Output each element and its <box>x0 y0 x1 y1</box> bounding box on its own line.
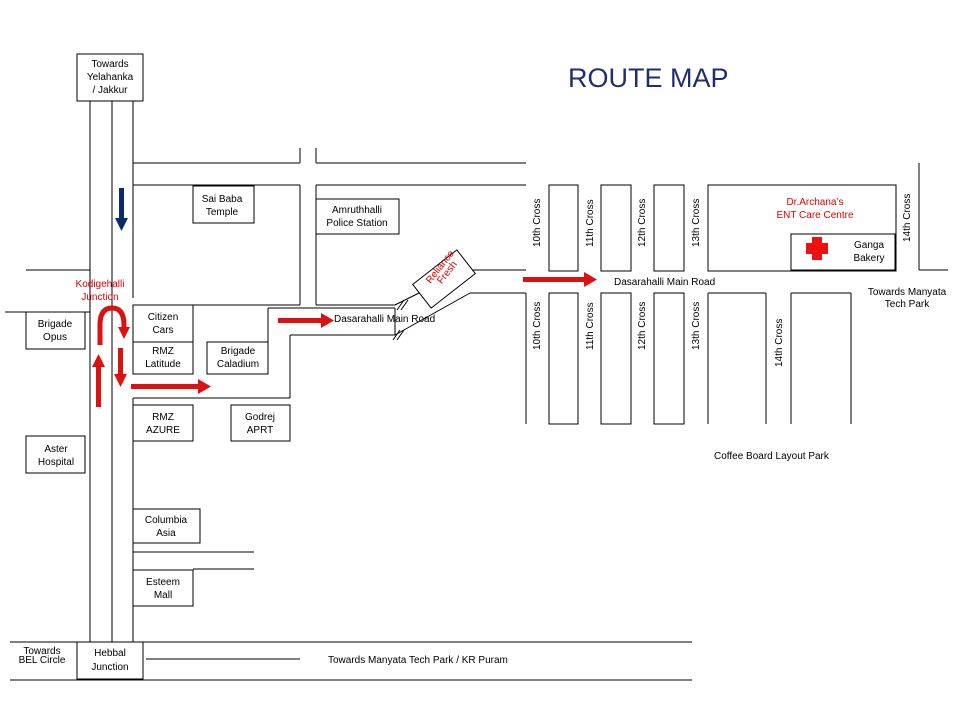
map-title: ROUTE MAP <box>568 63 729 93</box>
cross-14-upper: 14th Cross <box>902 194 913 242</box>
dasarahalli-road-label-1: Dasarahalli Main Road <box>334 314 435 325</box>
brigade-caladium-line2: Caladium <box>217 359 259 370</box>
right-arrow-icon-3 <box>584 272 597 287</box>
ganga-line2: Bakery <box>853 253 884 264</box>
manyata-right-line1: Towards Manyata <box>868 287 947 298</box>
rmz-azure-line1: RMZ <box>152 412 174 423</box>
ent-line1: Dr.Archana’s <box>786 197 843 208</box>
brigade-opus-box <box>25 311 86 350</box>
cross-11-lower: 11th Cross <box>585 302 596 350</box>
citizen-cars-line1: Citizen <box>148 312 179 323</box>
road-labels: Dasarahalli Main Road Dasarahalli Main R… <box>328 277 830 666</box>
yelahanka-line1: Towards <box>91 59 128 70</box>
rmz-latitude-line1: RMZ <box>152 346 174 357</box>
aster-line2: Hospital <box>38 457 74 468</box>
manyata-right-line2: Tech Park <box>885 299 930 310</box>
columbia-box <box>132 508 201 544</box>
citizen-cars-line2: Cars <box>152 325 173 336</box>
cross-14-lower: 14th Cross <box>774 319 785 367</box>
up-arrow-icon <box>92 354 105 367</box>
aster-box <box>25 435 86 474</box>
esteem-line1: Esteem <box>146 577 180 588</box>
godrej-line2: APRT <box>247 425 274 436</box>
landmark-boxes <box>25 53 896 680</box>
columbia-line1: Columbia <box>145 515 188 526</box>
rmz-latitude-line2: Latitude <box>145 359 181 370</box>
cross-10-lower: 10th Cross <box>532 302 543 350</box>
yelahanka-line3: / Jakkur <box>92 85 128 96</box>
police-line2: Police Station <box>326 218 387 229</box>
u-turn-arrow-icon <box>97 305 127 345</box>
south-arrow-icon <box>115 188 128 231</box>
bottom-road-label: Towards Manyata Tech Park / KR Puram <box>328 655 508 666</box>
hebbal-line1: Hebbal <box>94 648 126 659</box>
cross-13-upper: 13th Cross <box>691 199 702 247</box>
cross-13-lower: 13th Cross <box>691 302 702 350</box>
yelahanka-box <box>76 53 144 102</box>
godrej-line1: Godrej <box>245 412 275 423</box>
cross-10-upper: 10th Cross <box>532 199 543 247</box>
cross-labels: 10th Cross 11th Cross 12th Cross 13th Cr… <box>532 194 913 367</box>
ent-line2: ENT Care Centre <box>776 210 854 221</box>
bel-line1: Towards <box>23 646 60 657</box>
cross-12-upper: 12th Cross <box>637 199 648 247</box>
bel-line2: BEL Circle <box>19 655 66 666</box>
yelahanka-line2: Yelahanka <box>87 72 134 83</box>
sai-baba-line1: Sai Baba <box>202 194 243 205</box>
reliance-box <box>411 249 477 309</box>
hebbal-line2: Junction <box>91 662 128 673</box>
coffee-board-label: Coffee Board Layout Park <box>714 451 830 462</box>
police-line1: Amruthhalli <box>332 205 382 216</box>
rmz-azure-box <box>132 404 194 442</box>
sai-baba-box <box>192 185 255 224</box>
down-arrow-icon <box>114 374 127 387</box>
rmz-latitude-box <box>132 341 194 375</box>
ganga-line1: Ganga <box>854 240 884 251</box>
cross-11-upper: 11th Cross <box>585 199 596 247</box>
police-box <box>315 198 400 235</box>
esteem-line2: Mall <box>154 590 172 601</box>
columbia-line2: Asia <box>156 528 176 539</box>
cross-12-lower: 12th Cross <box>637 302 648 350</box>
godrej-box <box>230 404 291 442</box>
red-cross-icon <box>806 237 828 260</box>
citizen-cars-box <box>132 304 194 343</box>
rmz-azure-line2: AZURE <box>146 425 180 436</box>
aster-line1: Aster <box>44 444 68 455</box>
right-arrow-icon-2 <box>321 313 334 328</box>
route-arrows <box>92 188 597 407</box>
brigade-opus-line2: Opus <box>43 332 67 343</box>
double-slash-icon <box>392 299 409 341</box>
dasarahalli-road-label-2: Dasarahalli Main Road <box>614 277 715 288</box>
kodigehalli-line2: Junction <box>81 292 118 303</box>
brigade-opus-line1: Brigade <box>38 319 73 330</box>
sai-baba-line2: Temple <box>206 207 239 218</box>
kodigehalli-line1: Kodigehalli <box>76 279 125 290</box>
brigade-caladium-box <box>206 341 269 375</box>
esteem-box <box>132 569 194 607</box>
right-arrow-icon-1 <box>198 379 211 394</box>
hebbal-box <box>76 641 144 680</box>
brigade-caladium-line1: Brigade <box>221 346 256 357</box>
landmark-labels: Towards Yelahanka / Jakkur Sai Baba Temp… <box>19 59 947 673</box>
